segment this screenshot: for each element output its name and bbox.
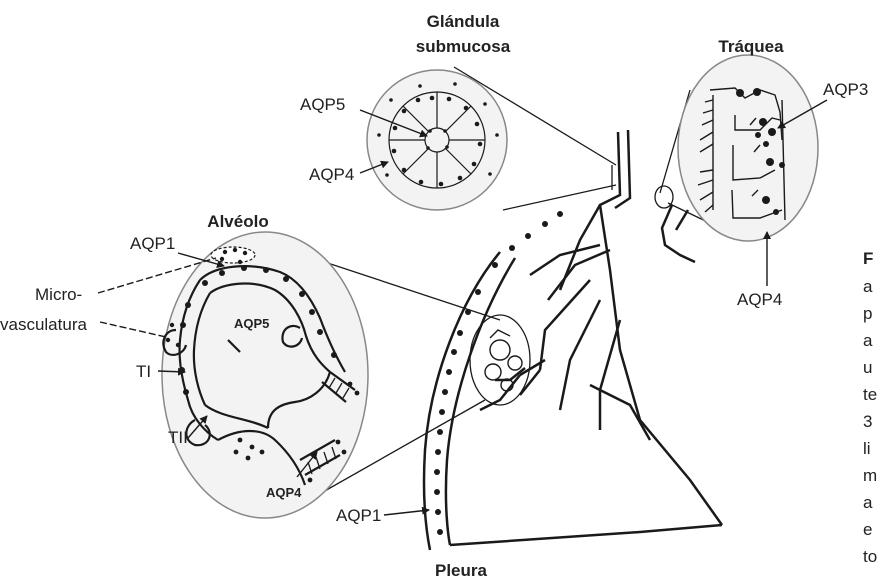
microvasculatura-label-line2: vasculatura bbox=[0, 315, 87, 334]
pleura-title: Pleura bbox=[435, 561, 488, 580]
aqp1-pleura-arrow bbox=[384, 510, 429, 515]
caption-first-letter: F bbox=[863, 249, 873, 268]
caption-line-9: a bbox=[863, 493, 873, 512]
glandula-title-line2: submucosa bbox=[416, 37, 511, 56]
pleura-dots bbox=[434, 211, 563, 535]
alveolus-zoom-circle bbox=[162, 232, 368, 518]
ti-arrow bbox=[158, 371, 185, 372]
aqp3-trachea-label: AQP3 bbox=[823, 80, 868, 99]
acinus-detail bbox=[485, 330, 522, 391]
aqp5-gland-label: AQP5 bbox=[300, 95, 345, 114]
aqp4-trachea-label: AQP4 bbox=[737, 290, 782, 309]
caption-line-8: m bbox=[863, 466, 877, 485]
caption-line-2: p bbox=[863, 304, 872, 323]
caption-line-5: te bbox=[863, 385, 877, 404]
aqp4-alveolo-label: AQP4 bbox=[266, 485, 302, 500]
traquea-title: Tráquea bbox=[718, 37, 784, 56]
aqp4-gland-label: AQP4 bbox=[309, 165, 354, 184]
caption-line-3: a bbox=[863, 331, 873, 350]
ti-label: TI bbox=[136, 362, 151, 381]
glandula-title-line1: Glándula bbox=[427, 12, 500, 31]
trachea-zoom-circle bbox=[678, 55, 818, 241]
caption-line-6: 3 bbox=[863, 412, 872, 431]
caption-line-4: u bbox=[863, 358, 872, 377]
aqp1-alveolo-label: AQP1 bbox=[130, 234, 175, 253]
caption-line-11: to bbox=[863, 547, 877, 566]
aqp1-pleura-label: AQP1 bbox=[336, 506, 381, 525]
aqp5-alveolo-label: AQP5 bbox=[234, 316, 269, 331]
tii-label: TII bbox=[168, 428, 188, 447]
caption-line-1: a bbox=[863, 277, 873, 296]
alveolo-title: Alvéolo bbox=[207, 212, 268, 231]
gland-zoom-circle bbox=[367, 70, 507, 210]
microvasculatura-label-line1: Micro- bbox=[35, 285, 82, 304]
microvasculatura-leader-bottom bbox=[100, 322, 166, 337]
caption-line-7: li bbox=[863, 439, 871, 458]
caption-line-10: e bbox=[863, 520, 872, 539]
figure-caption-fragment: F a p a u te 3 li m a e to bbox=[863, 249, 877, 566]
